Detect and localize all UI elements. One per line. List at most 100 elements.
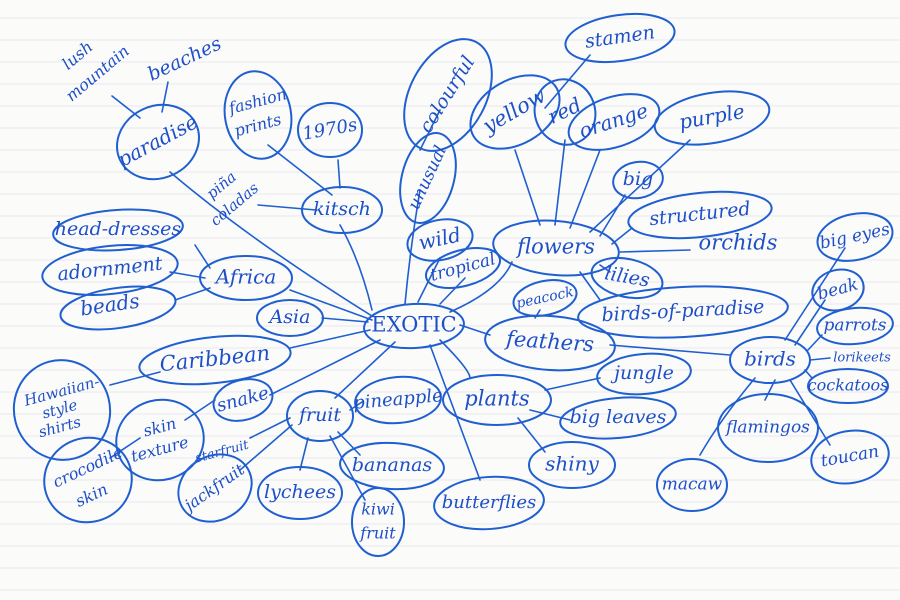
branch-exotic-butterflies: [429, 344, 481, 481]
branch-flowers-birds-of-paradise: [579, 271, 601, 301]
node-beads-label: beads: [79, 288, 141, 320]
branch-snake-skin-texture: [184, 399, 216, 421]
node-kiwi-fruit-label: fruit: [359, 524, 396, 543]
node-flowers-label: flowers: [515, 235, 595, 259]
node-colourful: colourful: [403, 38, 493, 152]
node-lilies-label: lilies: [603, 262, 652, 292]
node-orchids: orchids: [699, 231, 778, 255]
center-node-label: EXOTIC: [371, 313, 457, 337]
node-birds: birds: [729, 336, 811, 384]
branch-flowers-orange: [569, 149, 601, 229]
node-shiny-label: shiny: [545, 452, 599, 476]
node-toucan-label: toucan: [819, 442, 880, 472]
branch-kitsch-pina: [257, 204, 317, 211]
branch-exotic-tropical: [439, 277, 466, 305]
branch-flowers-big: [599, 194, 626, 237]
branch-africa-head-dresses: [194, 244, 211, 269]
node-paradise: paradise: [113, 103, 202, 181]
branch-fruit-starfruit: [249, 417, 291, 439]
branch-exotic-paradise: [169, 171, 373, 317]
node-butterflies: butterflies: [433, 475, 545, 531]
node-lychees: lychees: [257, 466, 343, 520]
node-wild-label: wild: [416, 222, 463, 254]
branch-plants-jungle: [544, 377, 601, 391]
branch-caribbean-hawaiian: [109, 371, 161, 386]
node-stamen-label: stamen: [584, 21, 657, 53]
branch-feathers-birds: [609, 344, 731, 356]
node-pina-coladas: piña coladas: [203, 168, 262, 230]
branch-exotic-wild: [417, 257, 441, 303]
branch-flowers-structured: [611, 227, 633, 245]
node-1970s: 1970s: [297, 102, 363, 158]
branch-birds-lorikeets: [809, 357, 831, 361]
branch-exotic-africa: [289, 289, 373, 321]
center-node-exotic: EXOTIC: [363, 302, 465, 350]
node-birds-label: birds: [744, 347, 796, 371]
node-stamen: stamen: [564, 12, 676, 64]
node-structured-label: structured: [648, 198, 751, 231]
branch-fruit-jackfruit: [239, 424, 293, 471]
branch-birds-big-eyes: [784, 247, 846, 341]
node-macaw-label: macaw: [662, 475, 723, 495]
branch-snake-crocodile: [109, 437, 141, 459]
node-feathers-label: feathers: [503, 326, 595, 356]
node-lorikeets-label: lorikeets: [833, 351, 891, 366]
node-adornment-label: adornment: [56, 253, 163, 286]
node-feathers: feathers: [484, 314, 616, 372]
node-big-leaves: big leaves: [559, 396, 677, 440]
branch-exotic-snake: [269, 339, 381, 396]
node-big-leaves-label: big leaves: [570, 406, 667, 428]
node-bananas: bananas: [339, 441, 445, 491]
node-fruit-label: fruit: [297, 404, 341, 426]
branch-birds-parrots: [807, 334, 823, 351]
branch-plants-shiny: [517, 417, 546, 453]
node-big-flower-label: big: [623, 168, 653, 190]
node-beak-label: beak: [815, 275, 860, 305]
node-plants: plants: [442, 374, 552, 426]
node-fruit: fruit: [286, 390, 354, 442]
node-caribbean: Caribbean: [138, 334, 292, 386]
branch-exotic-caribbean: [289, 329, 371, 349]
node-unusual: unusual: [399, 132, 457, 224]
node-birds-of-paradise-label: birds-of-paradise: [601, 296, 765, 327]
branch-yellow-stamen: [544, 54, 591, 109]
node-cockatoos: cockatoos: [807, 368, 889, 404]
node-skin-texture: skin texture: [115, 398, 205, 482]
node-butterflies-label: butterflies: [442, 492, 537, 513]
node-orange: orange: [567, 93, 661, 151]
node-asia-label: Asia: [268, 306, 311, 328]
node-snake: snake: [212, 378, 274, 422]
node-orange-label: orange: [576, 98, 651, 143]
node-lychees-label: lychees: [264, 481, 336, 503]
node-kitsch: kitsch: [301, 186, 383, 234]
branch-exotic-feathers: [459, 324, 491, 336]
branch-paradise-lush: [111, 95, 141, 119]
node-lush-mountain: lush mountain: [58, 37, 133, 105]
node-asia: Asia: [256, 299, 324, 337]
node-crocodile-skin-label: skin: [72, 479, 110, 510]
node-jackfruit: jackfruit: [177, 453, 253, 523]
branch-flowers-yellow: [514, 149, 541, 226]
node-africa: Africa: [199, 255, 293, 301]
branch-flowers-purple: [589, 139, 691, 233]
branch-exotic-plants: [439, 339, 471, 379]
branch-flowers-orchids: [619, 249, 691, 253]
branch-birds-macaw: [699, 377, 756, 456]
node-birds-of-paradise: birds-of-paradise: [577, 285, 789, 339]
node-crocodile-label: crocodile: [50, 443, 126, 492]
node-plants-label: plants: [464, 387, 530, 411]
node-orchids-label: orchids: [699, 231, 778, 255]
node-fashion-prints: fashion prints: [223, 70, 293, 160]
branch-exotic-unusual: [404, 189, 421, 305]
node-kiwi-fruit: kiwi fruit: [351, 487, 405, 557]
node-purple-label: purple: [677, 99, 746, 134]
node-parrots: parrots: [816, 306, 894, 346]
node-big-flower: big: [612, 160, 664, 200]
node-bananas-label: bananas: [352, 454, 433, 476]
node-caribbean-label: Caribbean: [159, 341, 272, 376]
branch-exotic-fruit: [334, 341, 396, 399]
branch-fruit-kiwi: [329, 435, 366, 501]
node-cockatoos-label: cockatoos: [808, 376, 889, 395]
node-head-dresses: head-dresses: [52, 208, 184, 252]
